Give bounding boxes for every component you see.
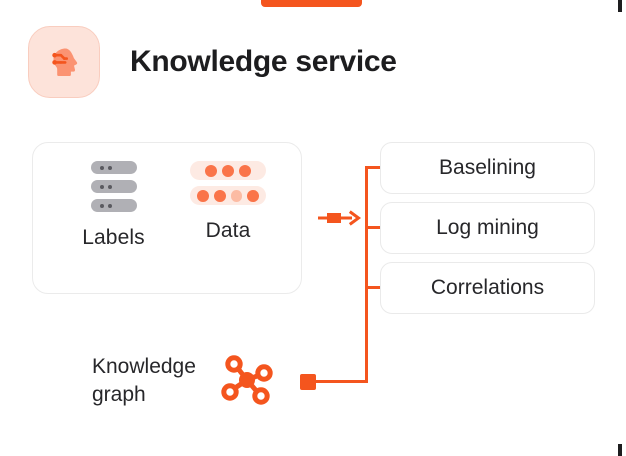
capability-label: Baselining — [439, 156, 536, 179]
data-column: Data — [173, 161, 283, 243]
data-dot — [239, 164, 251, 177]
data-dot — [222, 164, 234, 177]
data-dot — [197, 189, 209, 202]
data-row — [190, 186, 266, 205]
label-dot — [107, 165, 112, 170]
label-rows-icon — [61, 161, 166, 212]
label-row — [90, 161, 137, 174]
connector-trunk — [365, 166, 368, 383]
crop-mark-bottom-right — [618, 444, 622, 456]
crop-mark-top-right — [618, 0, 622, 12]
labels-caption: Labels — [82, 226, 145, 249]
arrow-right-icon — [318, 210, 364, 226]
data-rows-icon — [173, 161, 283, 205]
label-dot — [99, 184, 104, 189]
label-row — [90, 180, 137, 193]
square-node-icon — [300, 374, 316, 390]
data-dot — [230, 189, 243, 202]
data-dot — [205, 164, 217, 177]
connector-stub-correlations — [365, 286, 383, 289]
data-caption: Data — [205, 219, 251, 242]
source-card: Labels Data — [32, 142, 302, 294]
knowledge-graph-block: Knowledge graph — [92, 350, 276, 411]
top-accent-bar — [261, 0, 362, 7]
capability-label: Log mining — [436, 216, 539, 239]
capability-label: Correlations — [430, 276, 545, 299]
knowledge-graph-label: Knowledge graph — [92, 354, 196, 406]
label-dot — [99, 165, 104, 170]
label-row — [90, 199, 137, 212]
data-dot — [213, 189, 226, 202]
connector-stub-baselining — [365, 166, 383, 169]
page-header: Knowledge service — [28, 26, 397, 98]
knowledge-graph-icon — [218, 354, 276, 411]
page-title: Knowledge service — [130, 45, 397, 78]
label-dot — [107, 203, 112, 208]
capability-box-correlations[interactable]: Correlations — [380, 262, 595, 314]
head-circuit-icon — [28, 26, 100, 98]
capability-box-log-mining[interactable]: Log mining — [380, 202, 595, 254]
label-dot — [99, 203, 104, 208]
capability-box-baselining[interactable]: Baselining — [380, 142, 595, 194]
data-dot — [247, 189, 259, 202]
labels-column: Labels — [61, 161, 166, 250]
data-row — [190, 161, 266, 180]
connector-branch-knowledge-graph — [313, 380, 368, 383]
label-dot — [107, 184, 112, 189]
connector-stub-log-mining — [365, 226, 383, 229]
